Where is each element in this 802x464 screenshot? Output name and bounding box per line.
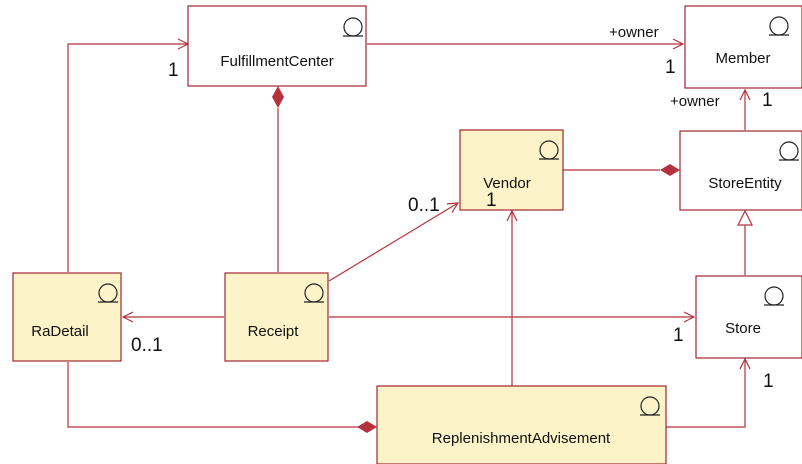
class-member[interactable]: Member	[684, 5, 802, 89]
class-name-receipt: Receipt	[248, 323, 300, 340]
multiplicity-replenishmentadvisement-store: 1	[763, 371, 774, 392]
role-owner-member-storeentity: +owner	[670, 93, 720, 110]
class-vendor[interactable]: Vendor	[459, 129, 564, 211]
role-owner-fulfillmentcenter-member: +owner	[609, 24, 659, 41]
class-name-vendor: Vendor	[483, 175, 531, 192]
class-circle-icon	[98, 283, 118, 303]
composition-diamond-fulfillmentcenter	[272, 86, 284, 108]
multiplicity-replenishmentadvisement-vendor: 1	[486, 190, 497, 211]
class-store-entity[interactable]: StoreEntity	[679, 130, 802, 211]
class-name-member: Member	[715, 50, 770, 67]
class-circle-icon	[539, 140, 559, 160]
class-receipt[interactable]: Receipt	[224, 272, 329, 362]
class-store[interactable]: Store	[695, 275, 802, 359]
class-name-ra-detail: RaDetail	[31, 323, 89, 340]
class-name-fulfillment-center: FulfillmentCenter	[220, 53, 333, 70]
association-labels: +owner 1 +owner 1 1 0..1 1 0..1 1 1	[131, 24, 774, 392]
class-name-replenishment-advisement: ReplenishmentAdvisement	[432, 430, 611, 447]
class-name-store-entity: StoreEntity	[708, 175, 782, 192]
association-receipt-vendor	[328, 203, 458, 282]
class-circle-icon	[640, 396, 660, 416]
multiplicity-radetail-fulfillmentcenter: 1	[168, 60, 179, 81]
multiplicity-fulfillmentcenter-member: 1	[665, 57, 676, 78]
composition-diamond-storeentity	[660, 164, 680, 176]
class-circle-icon	[769, 16, 789, 36]
connector-ends	[272, 86, 753, 433]
multiplicity-receipt-radetail: 0..1	[131, 335, 163, 356]
class-replenishment-advisement[interactable]: ReplenishmentAdvisement	[376, 385, 667, 464]
class-circle-icon	[343, 17, 363, 37]
connectors	[67, 44, 745, 428]
multiplicity-member-storeentity: 1	[762, 90, 773, 111]
multiplicity-receipt-store: 1	[673, 325, 684, 346]
class-fulfillment-center[interactable]: FulfillmentCenter	[187, 5, 367, 87]
generalization-triangle	[737, 209, 753, 226]
composition-diamond-replenishmentadvisement	[357, 421, 377, 433]
class-ra-detail[interactable]: RaDetail	[12, 272, 122, 362]
class-circle-icon	[779, 141, 799, 161]
class-circle-icon	[304, 283, 324, 303]
association-radetail-fulfillmentcenter	[67, 44, 188, 272]
class-name-store: Store	[725, 320, 761, 337]
composition-radetail-replenishmentadvisement	[67, 362, 358, 428]
multiplicity-receipt-vendor: 0..1	[408, 195, 440, 216]
association-replenishmentadvisement-store	[666, 359, 745, 428]
class-circle-icon	[764, 286, 784, 306]
